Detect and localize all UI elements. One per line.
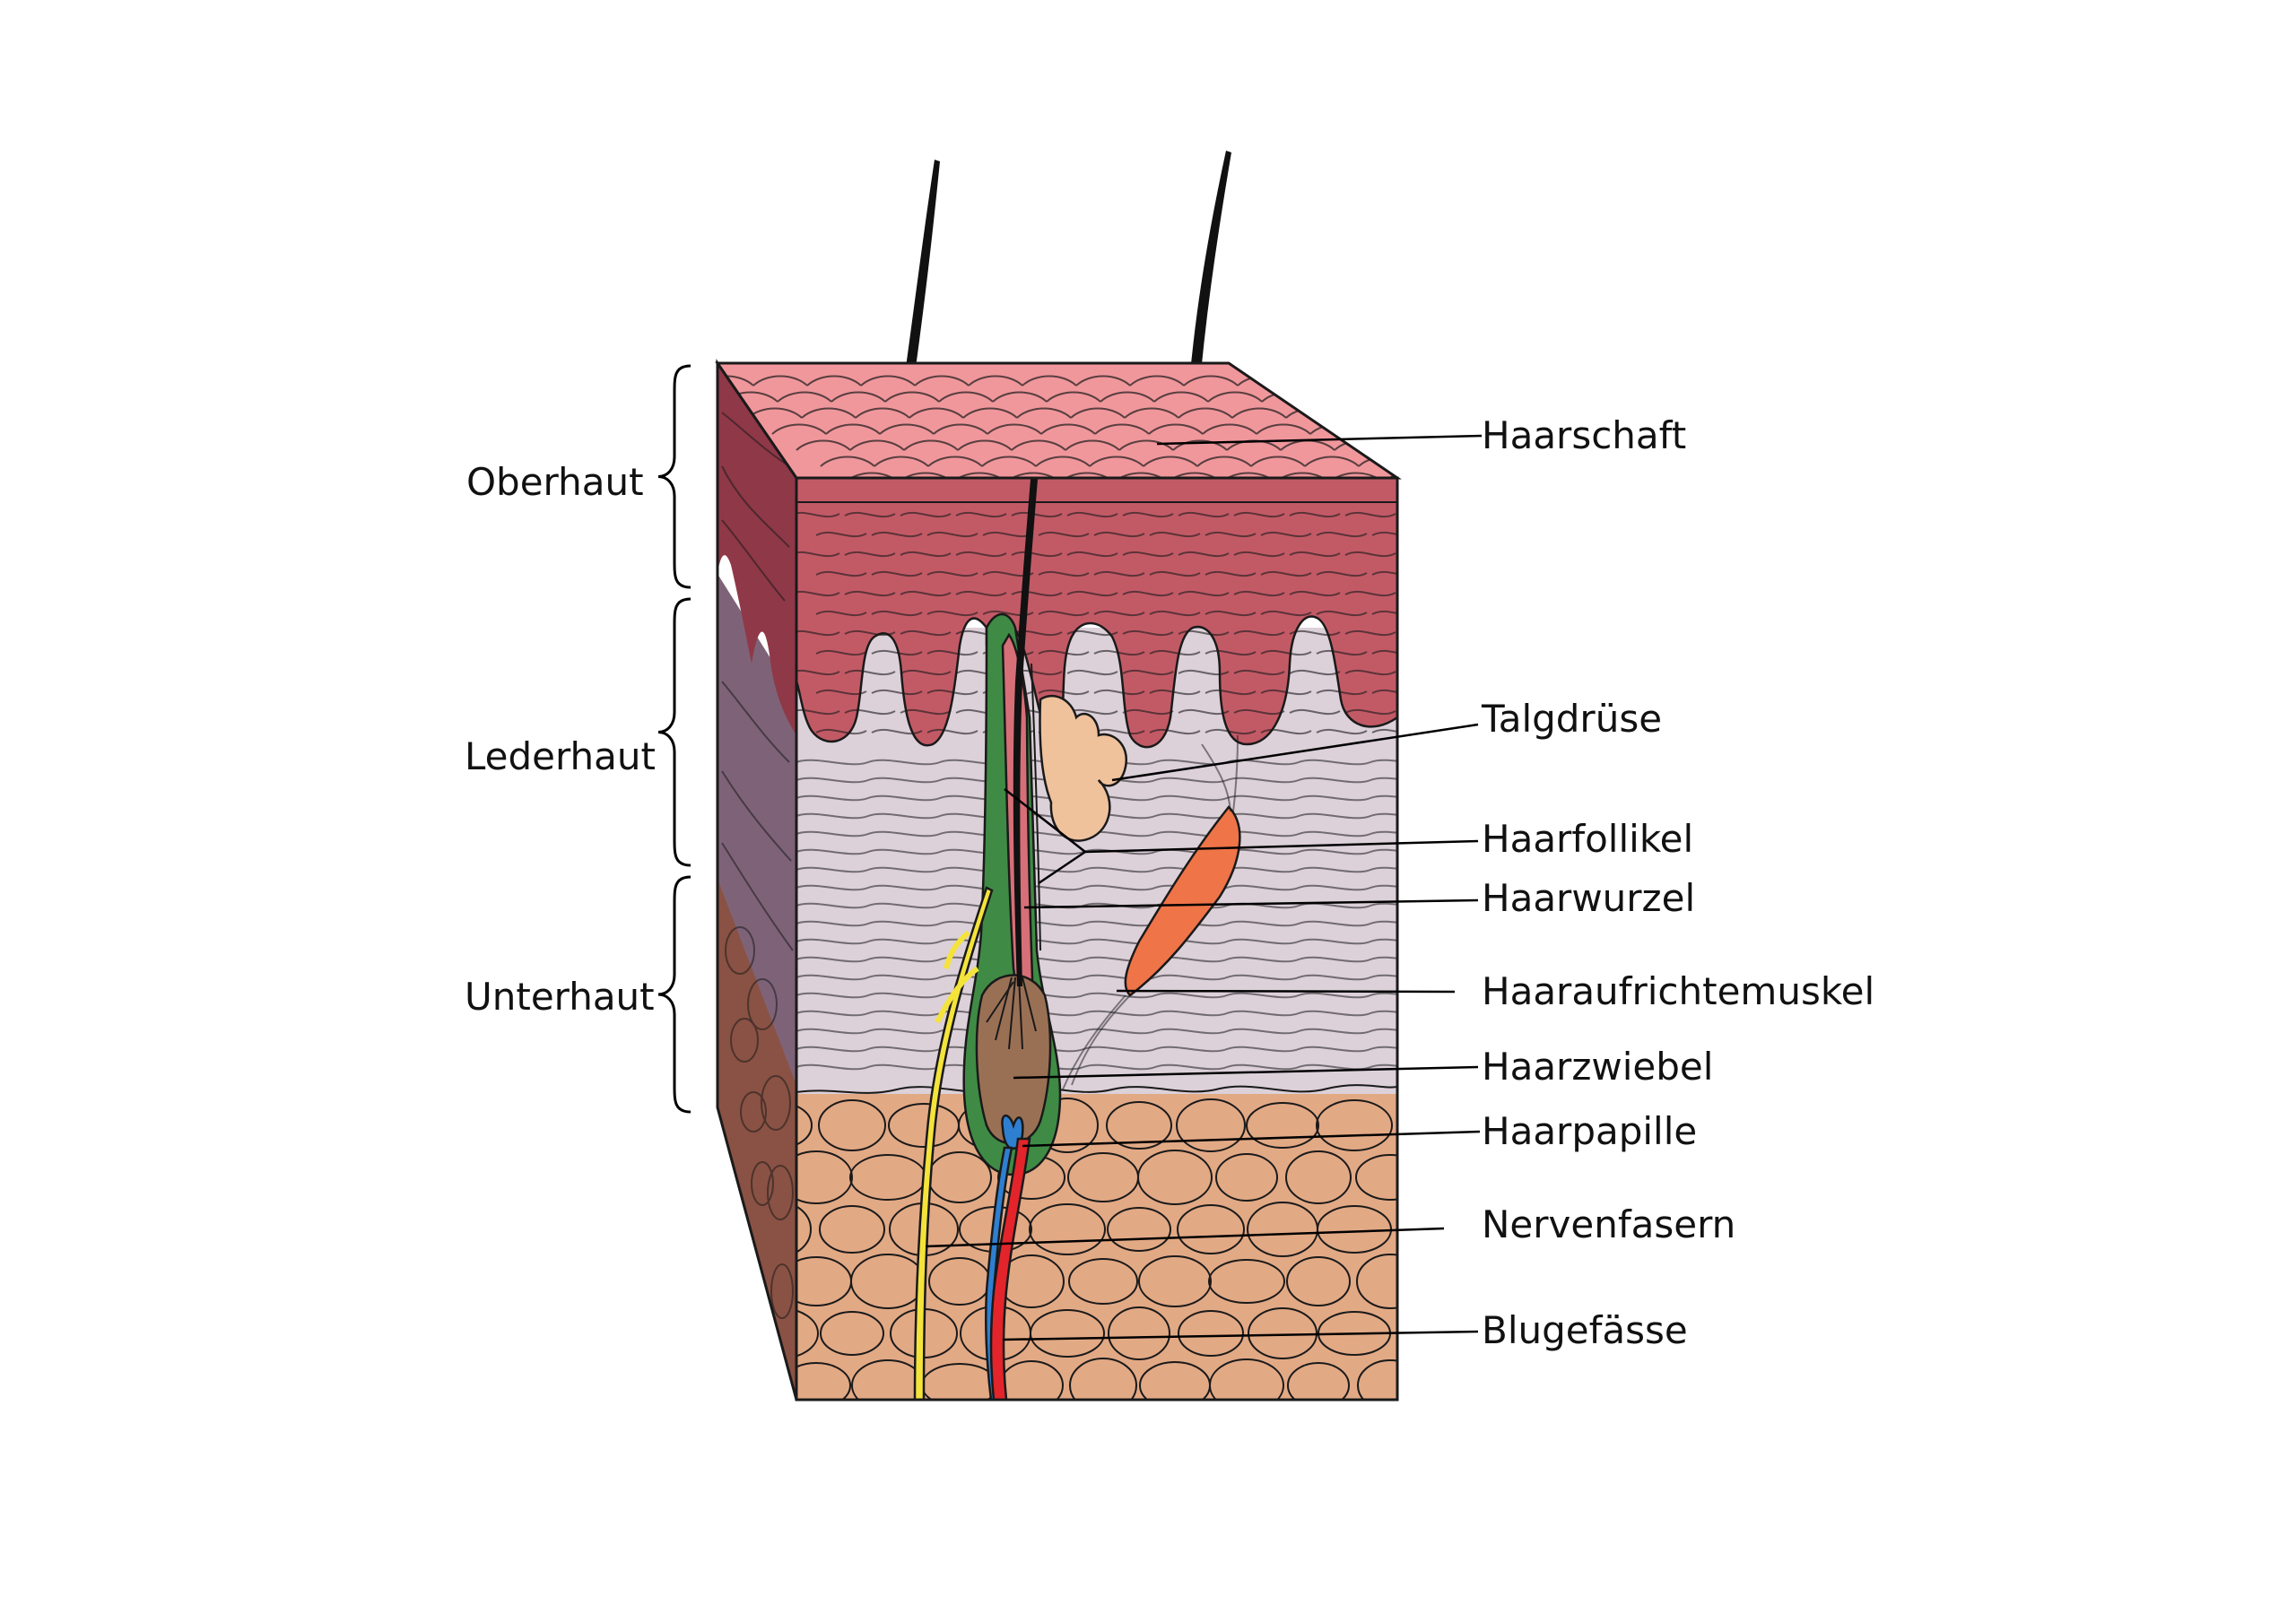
leader-blutgefaesse	[1002, 1330, 1479, 1341]
leader-lines	[925, 434, 1483, 1341]
structure-labels: Haarschaft Talgdrüse Haarfollikel Haarwu…	[1481, 413, 1874, 1352]
layer-label-oberhaut: Oberhaut	[466, 460, 644, 504]
leader-haarwurzel	[1023, 898, 1479, 909]
dermis	[796, 628, 1397, 1094]
leader-haarfollikel-a	[1004, 788, 1086, 853]
leader-haarschaft	[1156, 434, 1483, 446]
label-haaraufrichtemuskel: Haaraufrichtemuskel	[1482, 969, 1874, 1013]
label-haarpapille: Haarpapille	[1482, 1109, 1697, 1153]
top-face	[715, 361, 1402, 480]
leader-haarzwiebel	[1013, 1065, 1479, 1080]
sebaceous-gland	[1039, 694, 1128, 842]
label-nervenfasern: Nervenfasern	[1482, 1202, 1735, 1246]
side-epidermis	[718, 363, 796, 735]
layer-label-lederhaut: Lederhaut	[465, 734, 656, 778]
label-talgdruese: Talgdrüse	[1481, 697, 1662, 741]
layer-label-unterhaut: Unterhaut	[465, 975, 655, 1019]
nerve-fiber	[913, 886, 994, 1400]
surface-texture	[718, 375, 1397, 478]
leader-haarpapille	[1022, 1130, 1481, 1148]
dermis-fibers	[796, 759, 1397, 1071]
layer-braces	[657, 364, 691, 1114]
label-haarfollikel: Haarfollikel	[1482, 817, 1693, 861]
layer-labels: Oberhaut Lederhaut Unterhaut	[465, 460, 656, 1019]
leader-talgdruese	[1111, 723, 1479, 782]
leader-nervenfasern	[925, 1227, 1445, 1248]
blood-vessel-artery	[989, 1137, 1031, 1400]
label-haarzwiebel: Haarzwiebel	[1482, 1045, 1713, 1089]
label-blutgefaesse: Blugefässe	[1482, 1308, 1688, 1352]
leader-haarfollikel-b	[1038, 850, 1086, 885]
front-face	[796, 478, 1397, 1400]
side-face	[716, 359, 798, 1401]
hair-right	[1187, 151, 1231, 417]
leader-haaraufrichtemuskel	[1116, 989, 1456, 994]
label-haarschaft: Haarschaft	[1482, 413, 1686, 457]
label-haarwurzel: Haarwurzel	[1482, 876, 1695, 920]
leader-haarfollikel	[1084, 839, 1479, 854]
